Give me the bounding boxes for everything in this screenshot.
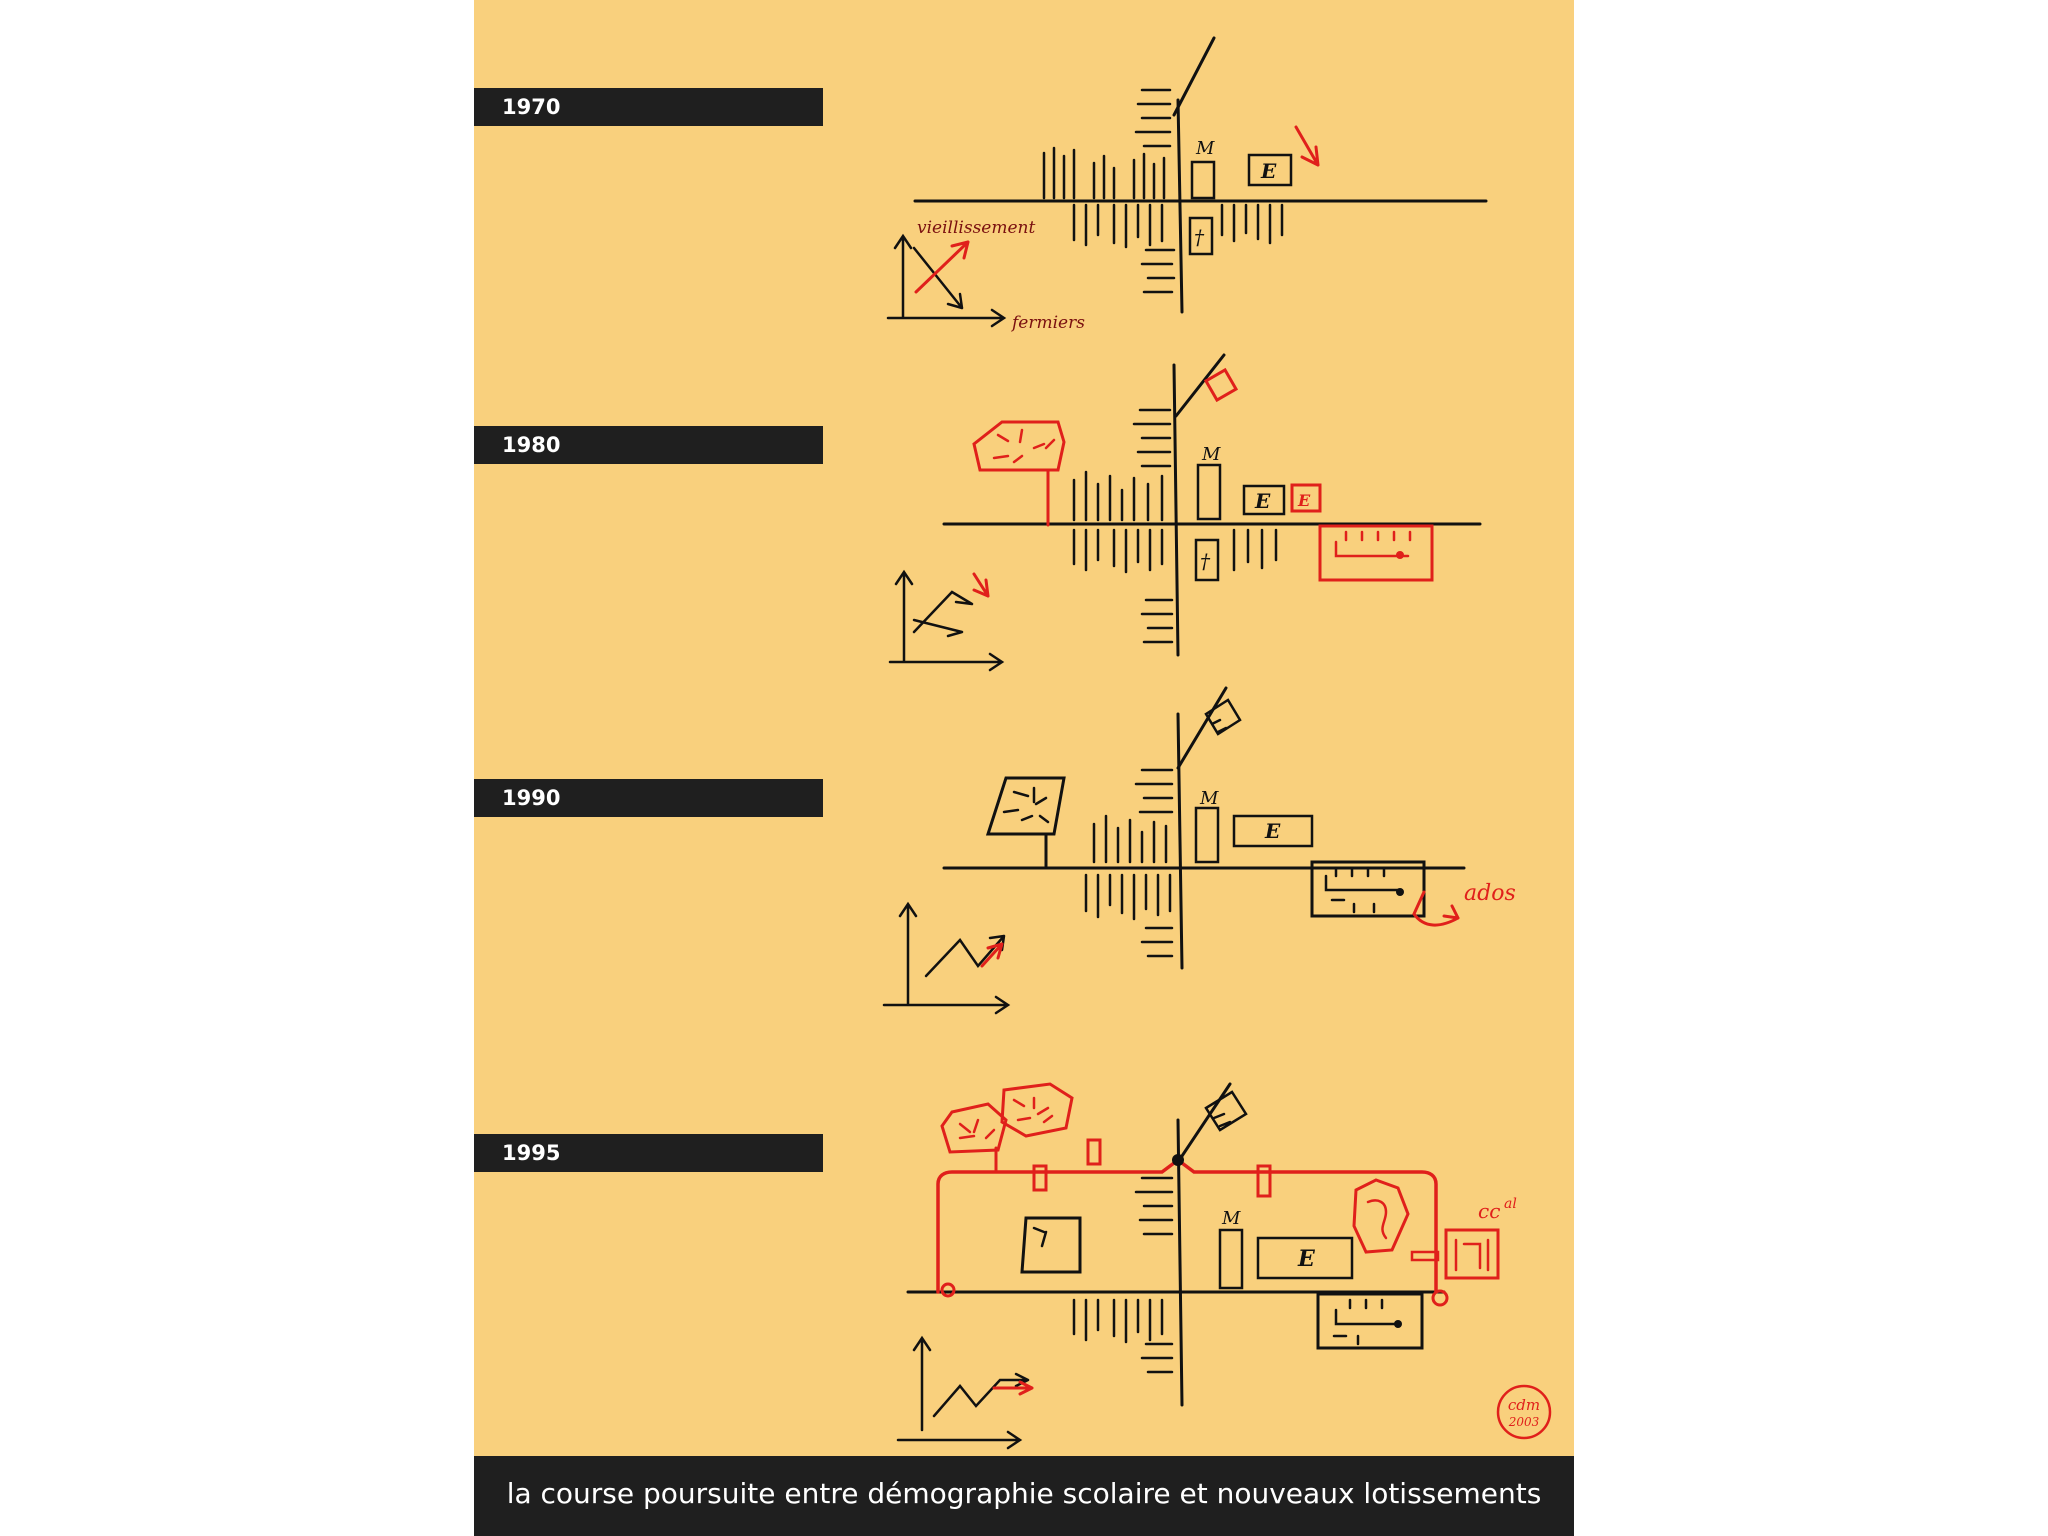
ecole-building-1970	[1247, 153, 1293, 187]
lotissement-east-1980-node	[1396, 551, 1404, 559]
mairie-building-1970	[1190, 160, 1216, 200]
ecole-label-1990: E	[1264, 819, 1281, 843]
lotissement-west-1980-lots	[992, 428, 1056, 464]
lotissement-east-1990	[1310, 860, 1426, 918]
lotissement-east-1995-node	[1394, 1320, 1402, 1328]
road-diagonal-1995	[1176, 1082, 1232, 1164]
trend-graph-1970	[886, 233, 1007, 328]
mairie-label-1990: M	[1199, 788, 1219, 809]
lotissement-north-a-1995	[940, 1102, 1008, 1154]
centre-commercial-1995-annex	[1410, 1250, 1440, 1262]
village-sketch-drawing: M E † vieillissement fermiers	[882, 36, 1552, 1450]
vieillissement-arrow-icon	[914, 240, 970, 294]
houses-row-1970	[1042, 88, 1284, 294]
ecole-building-1990	[1232, 814, 1314, 848]
ecole-building-1980	[1242, 484, 1286, 516]
year-label-1970: 1970	[474, 88, 823, 126]
ring-houses-1995	[1032, 1138, 1272, 1198]
mairie-label-1995: M	[1221, 1208, 1241, 1229]
ecole-extension-label-1980: E	[1297, 491, 1311, 510]
centre-commercial-1995	[1444, 1228, 1500, 1280]
mairie-building-1990	[1194, 806, 1220, 864]
lotissement-west-1995-lots	[1032, 1226, 1048, 1248]
mairie-building-1995	[1218, 1228, 1244, 1290]
fermiers-label: fermiers	[1010, 313, 1085, 333]
ring-road-1995	[936, 1157, 1438, 1294]
lotissement-north-b-1995	[1000, 1082, 1074, 1138]
lotissement-west-1980	[972, 420, 1066, 472]
ecole-building-1995	[1256, 1236, 1354, 1280]
sketch-1980: M E E †	[888, 353, 1482, 672]
mairie-label-1980: M	[1201, 444, 1221, 465]
decline-arrow-1970-icon	[1294, 125, 1320, 167]
lotissement-west-1990	[985, 776, 1066, 836]
lotissement-east-1995	[1316, 1292, 1424, 1350]
road-diagonal-1970	[1172, 36, 1216, 117]
road-diagonal-1990	[1176, 686, 1228, 770]
signature-year: 2003	[1508, 1415, 1540, 1429]
houses-row-1980	[1072, 408, 1278, 644]
lotissement-east-1990-node	[1396, 888, 1404, 896]
lotissement-north-b-1995-lots	[1012, 1096, 1054, 1124]
sketch-1990: M E ados	[882, 686, 1516, 1015]
ring-junction-east	[1431, 1289, 1449, 1307]
trend-graph-1995	[896, 1335, 1030, 1450]
poster-caption: la course poursuite entre démographie sc…	[474, 1456, 1574, 1536]
ados-label: ados	[1464, 881, 1516, 906]
road-diagonal-1980	[1174, 353, 1226, 418]
lotissement-east-1980	[1318, 524, 1434, 582]
decline-arrow-1980-icon	[972, 572, 990, 598]
ados-arrow-icon	[1412, 890, 1460, 927]
year-label-1980: 1980	[474, 426, 823, 464]
year-label-1995: 1995	[474, 1134, 823, 1172]
houses-north-1995	[1204, 1090, 1248, 1132]
eglise-label-1970: †	[1194, 225, 1205, 249]
growth-arrow-1990-icon	[980, 942, 1004, 968]
year-label-1990: 1990	[474, 779, 823, 817]
road-vertical-1980	[1172, 363, 1180, 657]
sketch-1995: M E cc al	[896, 1082, 1517, 1450]
new-building-north-1980	[1203, 367, 1239, 403]
centre-commercial-1995-interior	[1454, 1238, 1490, 1272]
trend-graph-1990	[882, 901, 1011, 1015]
growth-arrow-1995-icon	[992, 1380, 1034, 1396]
ecole-extension-1980	[1290, 483, 1322, 513]
eglise-label-1980: †	[1200, 549, 1211, 573]
houses-row-1995	[1072, 1176, 1174, 1374]
ecole-label-1995: E	[1297, 1246, 1316, 1272]
cc-label: cc	[1478, 1199, 1500, 1223]
lotissement-east-new-1995-road	[1366, 1199, 1388, 1240]
ecole-label-1970: E	[1260, 159, 1277, 183]
lotissement-north-a-1995-lots	[958, 1118, 996, 1140]
mairie-building-1980	[1196, 463, 1222, 521]
lotissement-east-1980-lots	[1334, 530, 1412, 558]
road-vertical-1970	[1176, 98, 1184, 314]
lotissement-east-1990-lots	[1324, 866, 1400, 914]
ring-junction-west	[940, 1282, 956, 1298]
road-vertical-1990	[1176, 712, 1184, 970]
ring-junction-north	[1172, 1154, 1184, 1166]
signature-initials: cdm	[1508, 1396, 1540, 1414]
lotissement-west-1990-lots	[1002, 786, 1050, 824]
signature-seal: cdm 2003	[1496, 1384, 1552, 1440]
eglise-building-1980	[1194, 538, 1220, 582]
poster: 1970 1980 1990 1995 M E †	[474, 0, 1574, 1536]
eglise-building-1970	[1188, 216, 1214, 256]
lotissement-east-1995-lots	[1332, 1298, 1400, 1346]
houses-north-1990	[1204, 698, 1242, 736]
vieillissement-label: vieillissement	[917, 218, 1035, 238]
cc-suffix-label: al	[1504, 1196, 1517, 1212]
trend-graph-1980	[888, 569, 1005, 672]
sketch-1970: M E † vieillissement fermiers	[886, 36, 1488, 333]
mairie-label-1970: M	[1195, 138, 1215, 159]
ecole-label-1980: E	[1254, 489, 1271, 513]
lotissement-east-new-1995	[1352, 1178, 1410, 1254]
houses-row-1990	[1084, 768, 1174, 958]
lotissement-west-1995	[1020, 1216, 1082, 1274]
road-vertical-1995	[1176, 1118, 1184, 1407]
